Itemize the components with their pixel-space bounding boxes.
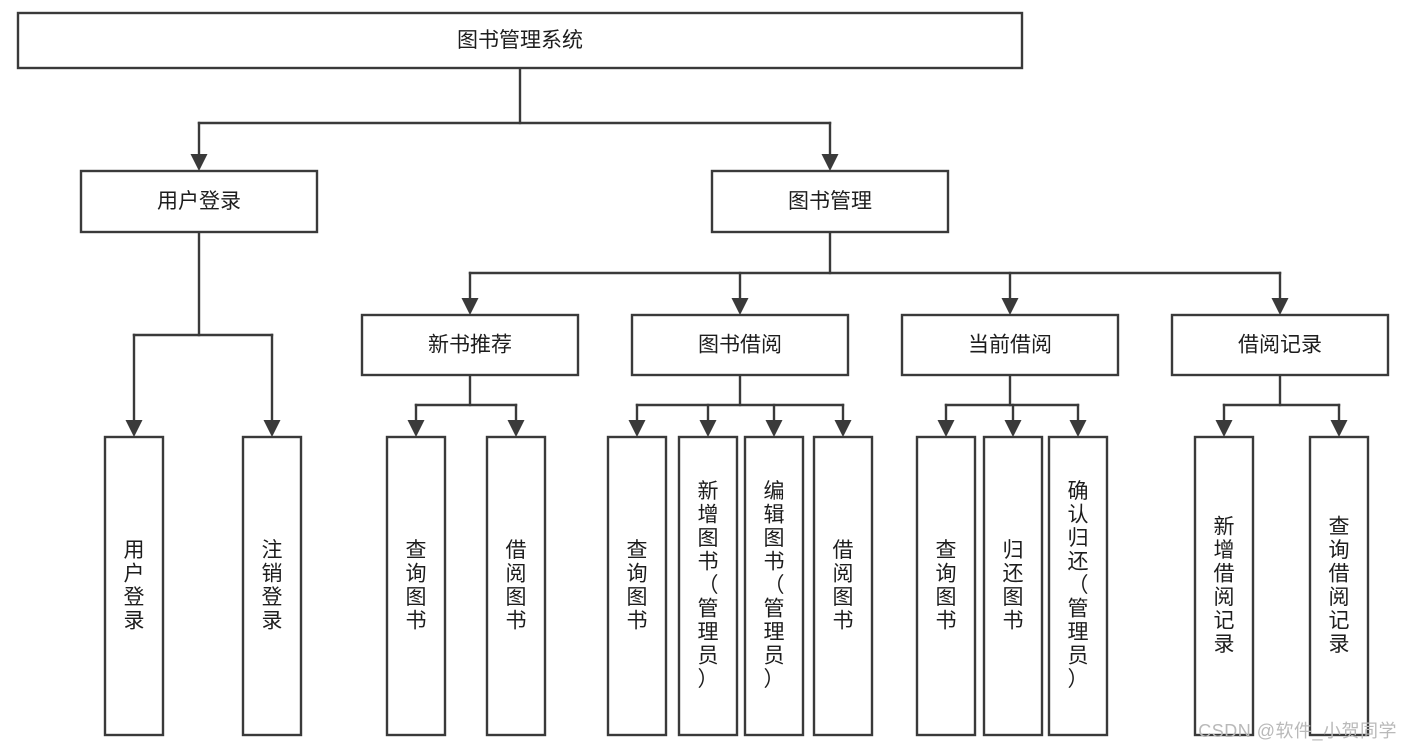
arrow-head-icon: [937, 420, 955, 437]
node-borrow-record-label: 借阅记录: [1238, 334, 1322, 357]
node-leaf-query-book-3-box: [915, 435, 977, 737]
arrow-head-icon: [1271, 298, 1289, 315]
node-leaf-add-record[interactable]: 新增借阅记录: [1193, 435, 1255, 737]
node-leaf-add-book-label: 新增图书（管理员）: [698, 480, 719, 691]
arrow-head-icon: [765, 420, 783, 437]
node-leaf-user-logout-box: [241, 435, 303, 737]
node-leaf-confirm-return[interactable]: 确认归还（管理员）: [1047, 435, 1109, 737]
node-leaf-borrow-book-1-label: 借阅图书: [506, 539, 527, 633]
node-leaf-user-login[interactable]: 用户登录: [103, 435, 165, 737]
node-book-manage[interactable]: 图书管理: [710, 169, 950, 234]
node-leaf-query-record-box: [1308, 435, 1370, 737]
node-leaf-user-login-box: [103, 435, 165, 737]
node-user-login-label: 用户登录: [157, 190, 241, 213]
node-leaf-confirm-return-box: [1047, 435, 1109, 737]
connector-layer: [125, 66, 1348, 437]
arrow-head-icon: [1215, 420, 1233, 437]
node-leaf-query-book-1[interactable]: 查询图书: [385, 435, 447, 737]
arrow-head-icon: [190, 154, 208, 171]
node-leaf-add-record-box: [1193, 435, 1255, 737]
node-book-manage-label: 图书管理: [788, 190, 872, 213]
node-leaf-query-book-1-label: 查询图书: [406, 539, 427, 633]
node-new-book-rec-label: 新书推荐: [428, 334, 512, 357]
arrow-head-icon: [407, 420, 425, 437]
arrow-head-icon: [263, 420, 281, 437]
node-leaf-user-logout-label: 注销登录: [262, 539, 283, 633]
node-leaf-query-book-3[interactable]: 查询图书: [915, 435, 977, 737]
node-borrow-record[interactable]: 借阅记录: [1170, 313, 1390, 377]
node-leaf-edit-book-box: [743, 435, 805, 737]
arrow-head-icon: [1330, 420, 1348, 437]
node-leaf-user-login-label: 用户登录: [124, 539, 145, 633]
node-user-login-box: [79, 169, 319, 234]
node-layer: 图书管理系统用户登录图书管理新书推荐图书借阅当前借阅借阅记录用户登录注销登录查询…: [16, 11, 1390, 737]
node-borrow-record-box: [1170, 313, 1390, 377]
node-leaf-query-record-label: 查询借阅记录: [1329, 515, 1350, 656]
node-leaf-add-record-label: 新增借阅记录: [1214, 515, 1235, 656]
node-current-borrow[interactable]: 当前借阅: [900, 313, 1120, 377]
node-leaf-query-record[interactable]: 查询借阅记录: [1308, 435, 1370, 737]
node-new-book-rec[interactable]: 新书推荐: [360, 313, 580, 377]
arrow-head-icon: [1069, 420, 1087, 437]
node-leaf-add-book-box: [677, 435, 739, 737]
node-leaf-edit-book[interactable]: 编辑图书（管理员）: [743, 435, 805, 737]
arrow-head-icon: [461, 298, 479, 315]
node-leaf-borrow-book-2-box: [812, 435, 874, 737]
node-leaf-return-book-box: [982, 435, 1044, 737]
node-leaf-query-book-2-box: [606, 435, 668, 737]
node-leaf-add-book[interactable]: 新增图书（管理员）: [677, 435, 739, 737]
node-book-borrow-label: 图书借阅: [698, 334, 782, 357]
node-leaf-borrow-book-2-label: 借阅图书: [833, 539, 854, 633]
node-user-login[interactable]: 用户登录: [79, 169, 319, 234]
arrow-head-icon: [507, 420, 525, 437]
node-root-root-label: 图书管理系统: [457, 29, 583, 52]
node-book-borrow-box: [630, 313, 850, 377]
node-current-borrow-label: 当前借阅: [968, 334, 1052, 357]
node-leaf-user-logout[interactable]: 注销登录: [241, 435, 303, 737]
arrow-head-icon: [821, 154, 839, 171]
node-current-borrow-box: [900, 313, 1120, 377]
arrow-head-icon: [628, 420, 646, 437]
arrow-head-icon: [1001, 298, 1019, 315]
node-book-manage-box: [710, 169, 950, 234]
node-leaf-query-book-3-label: 查询图书: [936, 539, 957, 633]
node-leaf-borrow-book-1[interactable]: 借阅图书: [485, 435, 547, 737]
arrow-head-icon: [1004, 420, 1022, 437]
node-leaf-query-book-2-label: 查询图书: [627, 539, 648, 633]
node-leaf-return-book-label: 归还图书: [1003, 539, 1024, 633]
node-leaf-confirm-return-label: 确认归还（管理员）: [1068, 480, 1089, 691]
node-leaf-query-book-1-box: [385, 435, 447, 737]
node-root-root[interactable]: 图书管理系统: [16, 11, 1024, 70]
arrow-head-icon: [125, 420, 143, 437]
node-leaf-borrow-book-2[interactable]: 借阅图书: [812, 435, 874, 737]
node-leaf-return-book[interactable]: 归还图书: [982, 435, 1044, 737]
arrow-head-icon: [699, 420, 717, 437]
node-leaf-borrow-book-1-box: [485, 435, 547, 737]
node-new-book-rec-box: [360, 313, 580, 377]
node-leaf-edit-book-label: 编辑图书（管理员）: [764, 480, 785, 691]
node-leaf-query-book-2[interactable]: 查询图书: [606, 435, 668, 737]
node-root-root-box: [16, 11, 1024, 70]
arrow-head-icon: [834, 420, 852, 437]
arrow-head-icon: [731, 298, 749, 315]
node-book-borrow[interactable]: 图书借阅: [630, 313, 850, 377]
